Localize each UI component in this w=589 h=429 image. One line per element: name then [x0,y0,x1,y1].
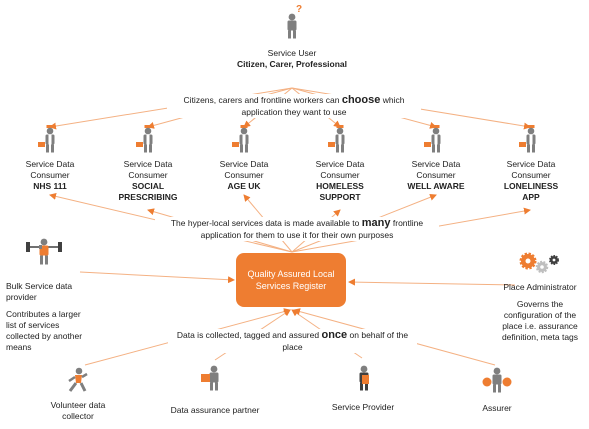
consumer-line2: Consumer [511,170,551,180]
consumer-line1: Service Data [506,159,556,169]
contributor-label-assurer: Assurer [482,403,512,413]
once-callout-after: on behalf of the place [282,330,409,352]
service-user-title: Service User [267,48,317,58]
consumer-line1: Service Data [123,159,173,169]
consumer-name: WELL AWARE [407,181,465,191]
bulk-provider-description: Contributes a larger list of services co… [6,309,83,352]
consumer-line2: Consumer [320,170,360,180]
central-register-box: Quality Assured Local Services Register [236,253,346,307]
svg-text:?: ? [296,4,302,15]
consumer-line2: Consumer [30,170,70,180]
worker-briefcase-icon [38,125,55,153]
many-callout-emphasis: many [361,217,391,229]
consumer-icons [38,125,536,153]
choose-callout-emphasis: choose [341,94,381,106]
once-callout-before: Data is collected, tagged and assured [176,330,320,340]
worker-briefcase-icon [519,125,536,153]
contributor-label-assurance-partner: Data assurance partner [170,405,260,415]
choose-callout: Citizens, carers and frontline workers c… [167,94,421,118]
choose-callout-after: which application they want to use [241,95,405,117]
place-admin-title: Place Administrator [503,282,577,292]
place-admin-description: Governs the configuration of the place i… [501,299,579,342]
central-register-label: Quality Assured Local Services Register [247,269,335,291]
consumer-name: LONELINESS APP [503,181,559,202]
running-person-icon [68,367,88,392]
question-mark-person-icon: ? [287,4,302,39]
consumer-line1: Service Data [411,159,461,169]
consumer-name: NHS 111 [33,181,67,191]
bulk-provider-title: Bulk Service data provider [6,281,73,302]
consumer-line2: Consumer [224,170,264,180]
once-callout: Data is collected, tagged and assured on… [168,329,417,353]
contributor-label-volunteer: Volunteer data collector [50,400,106,421]
consumer-line1: Service Data [315,159,365,169]
consumer-line2: Consumer [416,170,456,180]
consumer-name: SOCIAL PRESCRIBING [118,181,178,202]
consumer-name: AGE UK [227,181,261,191]
bulk-provider-label: Bulk Service data provider Contributes a… [6,281,88,353]
contributor-label-service-provider: Service Provider [331,402,395,412]
person-with-folder-icon [201,365,219,391]
gears-icon [519,252,559,274]
many-callout-after: frontline application for them to use it… [200,218,424,240]
worker-briefcase-icon [136,125,153,153]
worker-briefcase-icon [424,125,441,153]
many-callout: The hyper-local services data is made av… [155,217,439,241]
many-callout-before: The hyper-local services data is made av… [170,218,360,228]
place-admin-label: Place Administrator Governs the configur… [494,282,586,343]
consumer-name: HOMELESS SUPPORT [316,181,364,202]
service-user-label: Service User Citizen, Carer, Professiona… [222,48,362,70]
consumer-line2: Consumer [128,170,168,180]
once-callout-emphasis: once [321,329,348,341]
worker-briefcase-icon [232,125,249,153]
weightlifter-icon [26,238,62,265]
consumer-line1: Service Data [219,159,269,169]
person-with-pompoms-icon [482,367,512,393]
worker-briefcase-icon [328,125,345,153]
person-with-document-icon [359,365,369,391]
service-user-subtitle: Citizen, Carer, Professional [236,59,348,69]
choose-callout-before: Citizens, carers and frontline workers c… [183,95,340,105]
consumer-line1: Service Data [25,159,75,169]
